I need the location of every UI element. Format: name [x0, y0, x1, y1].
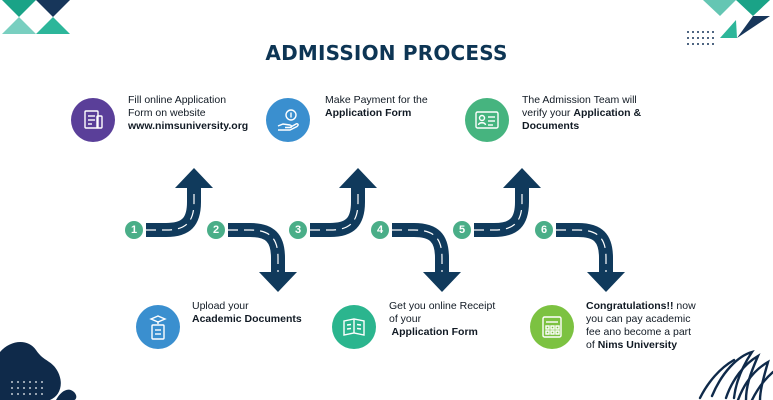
step-3-line-2: Application Form: [325, 107, 412, 119]
step-6-line-1-bold: Congratulations!!: [586, 300, 677, 312]
road-arrow-down-2: [228, 230, 297, 292]
road-arrow-down-6: [556, 230, 625, 292]
step-2-description: Upload your Academic Documents: [192, 300, 302, 326]
step-6-line-2: you can pay academic: [586, 313, 691, 325]
receipt-icon: [332, 305, 376, 349]
step-4-line-2: of your: [389, 313, 422, 325]
dot-grid-decoration: [687, 31, 714, 45]
step-6-line-1: Congratulations!! now: [586, 300, 696, 313]
top-left-triangles-decoration: [2, 0, 70, 34]
step-5-line-2-text: verify your: [522, 107, 574, 119]
step-2-line-2: Academic Documents: [192, 313, 302, 325]
step-6-description: Congratulations!! now you can pay academ…: [586, 300, 696, 352]
step-5-line-3: Documents: [522, 120, 580, 132]
step-number-3: 3: [289, 221, 307, 239]
step-6-line-4-bold: Nims University: [597, 339, 678, 351]
application-form-icon: [71, 98, 115, 142]
verification-icon: [465, 98, 509, 142]
road-arrow-down-4: [392, 230, 461, 292]
step-4-line-1: Get you online Receipt: [389, 300, 496, 312]
step-3-description: Make Payment for the Application Form: [325, 94, 428, 120]
step-1-line-2: Form on website: [128, 107, 206, 119]
step-2-line-1: Upload your: [192, 300, 249, 312]
step-number-5: 5: [453, 221, 471, 239]
step-4-description: Get you online Receipt of your Applicati…: [389, 300, 495, 339]
step-number-1: 1: [125, 221, 143, 239]
step-6-line-4: of Nims University: [586, 339, 696, 352]
website-url: www.nimsuniversity.org: [128, 120, 249, 132]
road-arrow-up-3: [310, 168, 377, 230]
step-4-line-3: Application Form: [389, 326, 478, 338]
step-number-6: 6: [535, 221, 553, 239]
step-6-line-4-text: of: [586, 339, 598, 351]
step-6-line-1-text: now: [676, 300, 696, 312]
bottom-left-blob-decoration: [0, 341, 77, 400]
step-3-line-1: Make Payment for the: [325, 94, 428, 106]
page-title: ADMISSION PROCESS: [265, 41, 508, 65]
step-1-description: Fill online Application Form on website …: [128, 94, 248, 133]
step-5-line-2: verify your Application &: [522, 107, 641, 120]
step-5-line-2-bold: Application &: [573, 107, 642, 119]
academic-documents-icon: [136, 305, 180, 349]
step-5-description: The Admission Team will verify your Appl…: [522, 94, 641, 133]
payment-icon: [266, 98, 310, 142]
road-arrow-up-1: [146, 168, 213, 230]
fee-payment-icon: [530, 305, 574, 349]
step-6-line-3: fee ano become a part: [586, 326, 692, 338]
bottom-right-swirl-decoration: [698, 349, 773, 400]
step-number-4: 4: [371, 221, 389, 239]
step-number-2: 2: [207, 221, 225, 239]
top-right-triangles-decoration: [703, 0, 770, 38]
road-arrow-up-5: [474, 168, 541, 230]
step-5-line-1: The Admission Team will: [522, 94, 637, 106]
step-1-line-1: Fill online Application: [128, 94, 227, 106]
